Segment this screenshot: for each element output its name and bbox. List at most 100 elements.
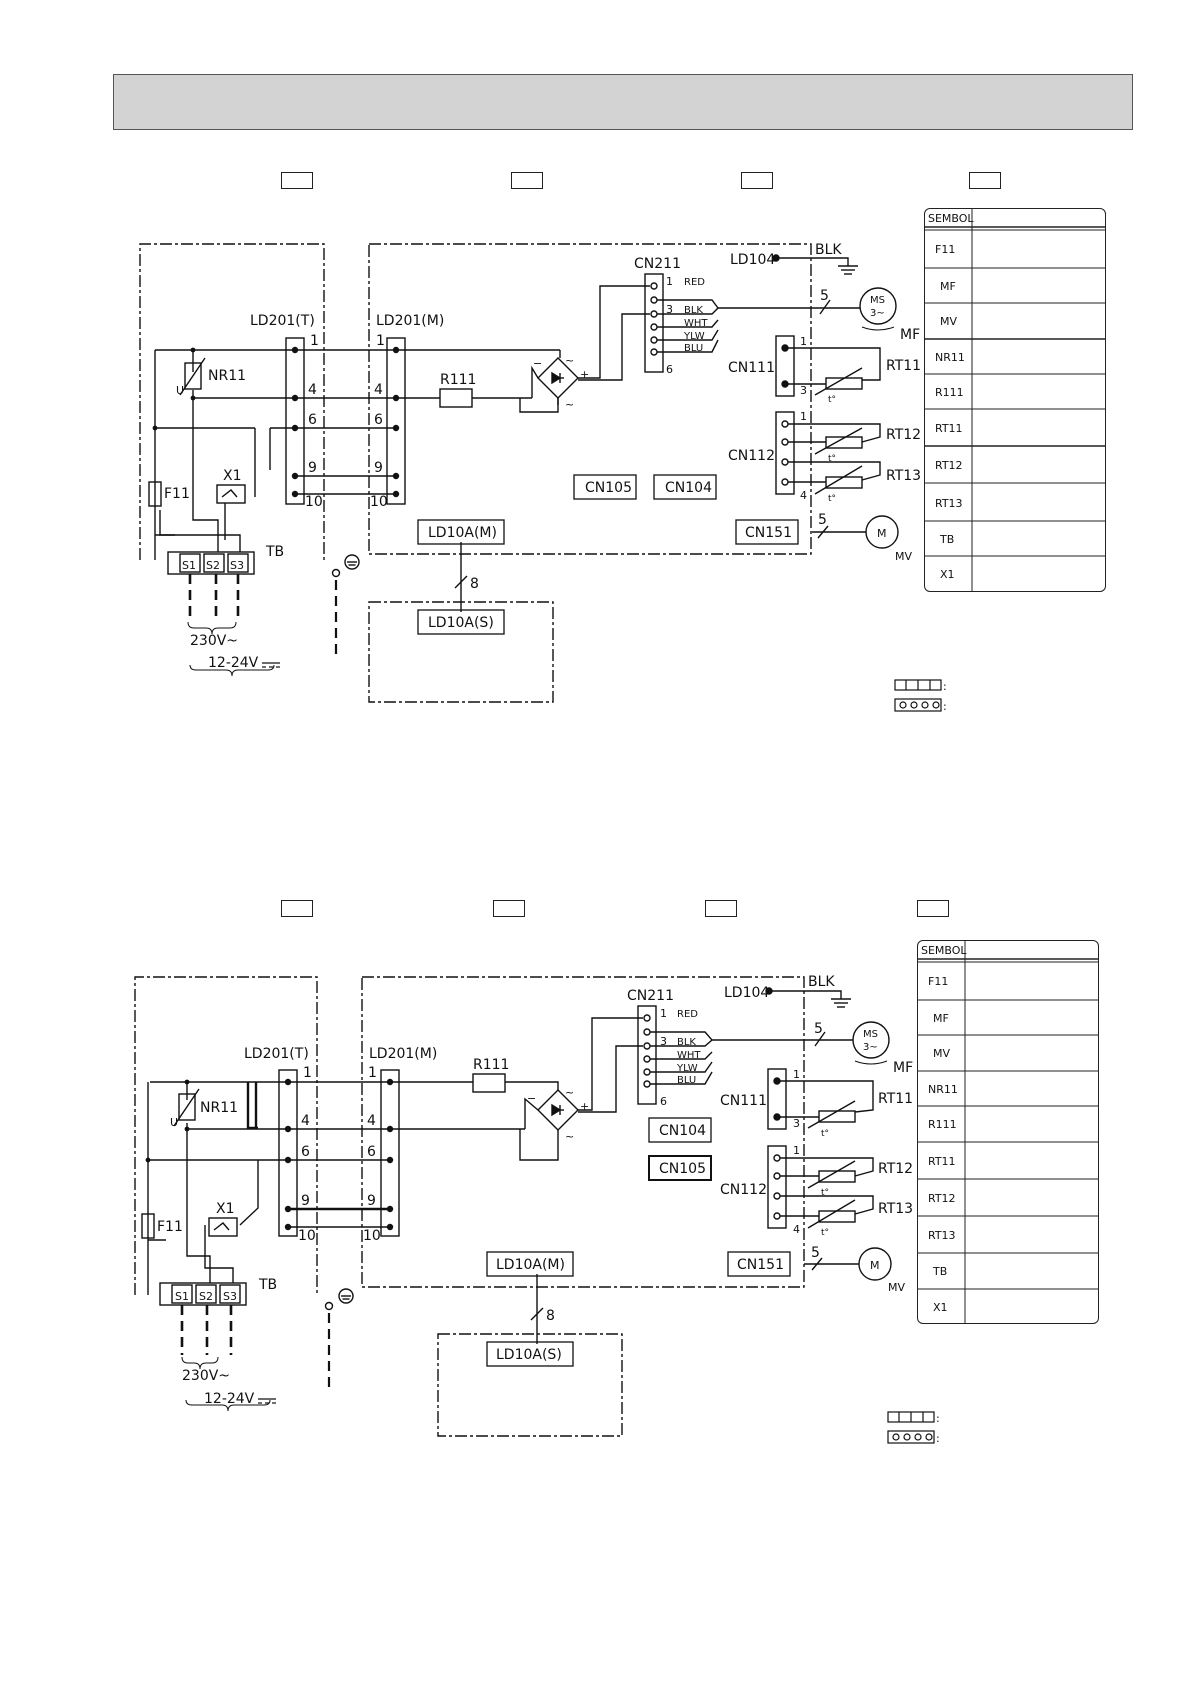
mf-label: MF xyxy=(900,327,920,343)
cn112-label: CN112 xyxy=(720,1182,767,1198)
pin-label: 10 xyxy=(298,1228,316,1244)
terminal-s1: S1 xyxy=(182,559,196,572)
legend-item: RT12 xyxy=(935,459,963,472)
pin-label: 10 xyxy=(370,494,388,510)
ms-motor-label: MS xyxy=(863,1029,878,1040)
wire-color-label: RED xyxy=(684,277,705,288)
legend-top: SEMBOL F11 MF MV NR11 R111 RT11 RT12 RT1… xyxy=(924,208,1106,592)
pin-label: 1 xyxy=(666,275,673,288)
mf-label: MF xyxy=(893,1060,913,1076)
bridge-minus: − xyxy=(527,1092,536,1105)
legend-item: R111 xyxy=(935,386,964,399)
pin-label: 1 xyxy=(660,1007,667,1020)
pin-label: 1 xyxy=(310,333,319,349)
pin-label: 10 xyxy=(305,494,323,510)
labels-bottom: LD104 BLK CN211 1 3 6 RED BLK WHT YLW BL… xyxy=(157,974,913,1407)
pin-label: 3 xyxy=(666,303,673,316)
wire-count: 5 xyxy=(818,512,827,528)
legend-item: RT13 xyxy=(928,1229,956,1242)
ld201t-label: LD201(T) xyxy=(244,1046,309,1062)
pin-label: 3 xyxy=(800,384,807,397)
pin-label: 9 xyxy=(374,460,383,476)
legend-table-bottom xyxy=(917,940,1099,1324)
ms-motor-sub: 3~ xyxy=(870,308,885,319)
pin-label: 4 xyxy=(793,1223,800,1236)
connector-notes-top xyxy=(894,679,942,712)
boxed-labels-top xyxy=(417,474,799,635)
thermal-label: t° xyxy=(828,454,836,464)
legend-header: SEMBOL xyxy=(928,212,974,225)
cn105-label: CN105 xyxy=(659,1161,706,1177)
pin-label: 6 xyxy=(666,363,673,376)
thermal-label: t° xyxy=(828,395,836,405)
x1-label: X1 xyxy=(216,1201,235,1217)
connector-note: : xyxy=(936,1412,940,1425)
model-box xyxy=(705,900,737,917)
dc-symbol xyxy=(258,662,280,1404)
bridge-ac: ~ xyxy=(565,1130,574,1143)
pin-label: 4 xyxy=(800,489,807,502)
terminal-s2: S2 xyxy=(199,1290,213,1303)
ld10as-label: LD10A(S) xyxy=(428,615,494,631)
boxed-labels-bottom xyxy=(486,1117,791,1367)
connection-dots-top xyxy=(152,346,400,498)
r111-label: R111 xyxy=(440,372,476,388)
pin-label: 6 xyxy=(660,1095,667,1108)
wiring-diagram-top xyxy=(139,243,899,703)
pin-label: 9 xyxy=(367,1193,376,1209)
legend-item: R111 xyxy=(928,1118,957,1131)
model-box xyxy=(493,900,525,917)
pin-label: 3 xyxy=(793,1117,800,1130)
bridge-minus: − xyxy=(533,357,542,370)
legend-item: X1 xyxy=(933,1301,948,1314)
tb-label: TB xyxy=(258,1277,277,1293)
pin-label: 1 xyxy=(800,410,807,423)
legend-item: F11 xyxy=(928,975,948,988)
ld10am-label: LD10A(M) xyxy=(496,1257,565,1273)
pin-label: 1 xyxy=(368,1065,377,1081)
wire-count: 5 xyxy=(814,1021,823,1037)
cn112-label: CN112 xyxy=(728,448,775,464)
terminal-s2: S2 xyxy=(206,559,220,572)
pin-label: 1 xyxy=(793,1144,800,1157)
voltage-230-label: 230V~ xyxy=(190,633,238,649)
thermal-label: t° xyxy=(821,1188,829,1198)
bridge-ac: ~ xyxy=(565,398,574,411)
pin-label: 4 xyxy=(301,1113,310,1129)
voltage-230-label: 230V~ xyxy=(182,1368,230,1384)
cn104-label: CN104 xyxy=(665,480,712,496)
cn105-label: CN105 xyxy=(585,480,632,496)
thermal-label: t° xyxy=(821,1228,829,1238)
pin-label: 1 xyxy=(793,1068,800,1081)
r111-label: R111 xyxy=(473,1057,509,1073)
ld104-label: LD104 xyxy=(730,252,775,268)
pin-label: 6 xyxy=(301,1144,310,1160)
pin-label: 6 xyxy=(374,412,383,428)
cn111-label: CN111 xyxy=(720,1093,767,1109)
legend-header: SEMBOL xyxy=(921,944,967,957)
legend-table-top xyxy=(924,208,1106,592)
rt11-label: RT11 xyxy=(886,358,921,374)
voltage-12-24-label: 12-24V xyxy=(208,655,259,671)
wire-color-label: BLU xyxy=(684,343,703,354)
connector-note: : xyxy=(943,700,947,713)
nr11-label: NR11 xyxy=(200,1100,238,1116)
model-box xyxy=(511,172,543,189)
legend-item: MV xyxy=(933,1047,950,1060)
wire-color-label: BLK xyxy=(677,1037,696,1048)
legend-item: MF xyxy=(933,1012,949,1025)
ld104-label: LD104 xyxy=(724,985,769,1001)
wire-count: 8 xyxy=(470,576,479,592)
terminal-s1: S1 xyxy=(175,1290,189,1303)
bridge-ac: ~ xyxy=(565,354,574,367)
rt12-label: RT12 xyxy=(878,1161,913,1177)
u-label: U xyxy=(170,1116,178,1129)
pin-label: 10 xyxy=(363,1228,381,1244)
legend-item: MF xyxy=(940,280,956,293)
tb-label: TB xyxy=(265,544,284,560)
cn151-label: CN151 xyxy=(745,525,792,541)
thermal-label: t° xyxy=(828,494,836,504)
mv-label: MV xyxy=(888,1281,905,1294)
pin-label: 9 xyxy=(308,460,317,476)
legend-item: RT12 xyxy=(928,1192,956,1205)
